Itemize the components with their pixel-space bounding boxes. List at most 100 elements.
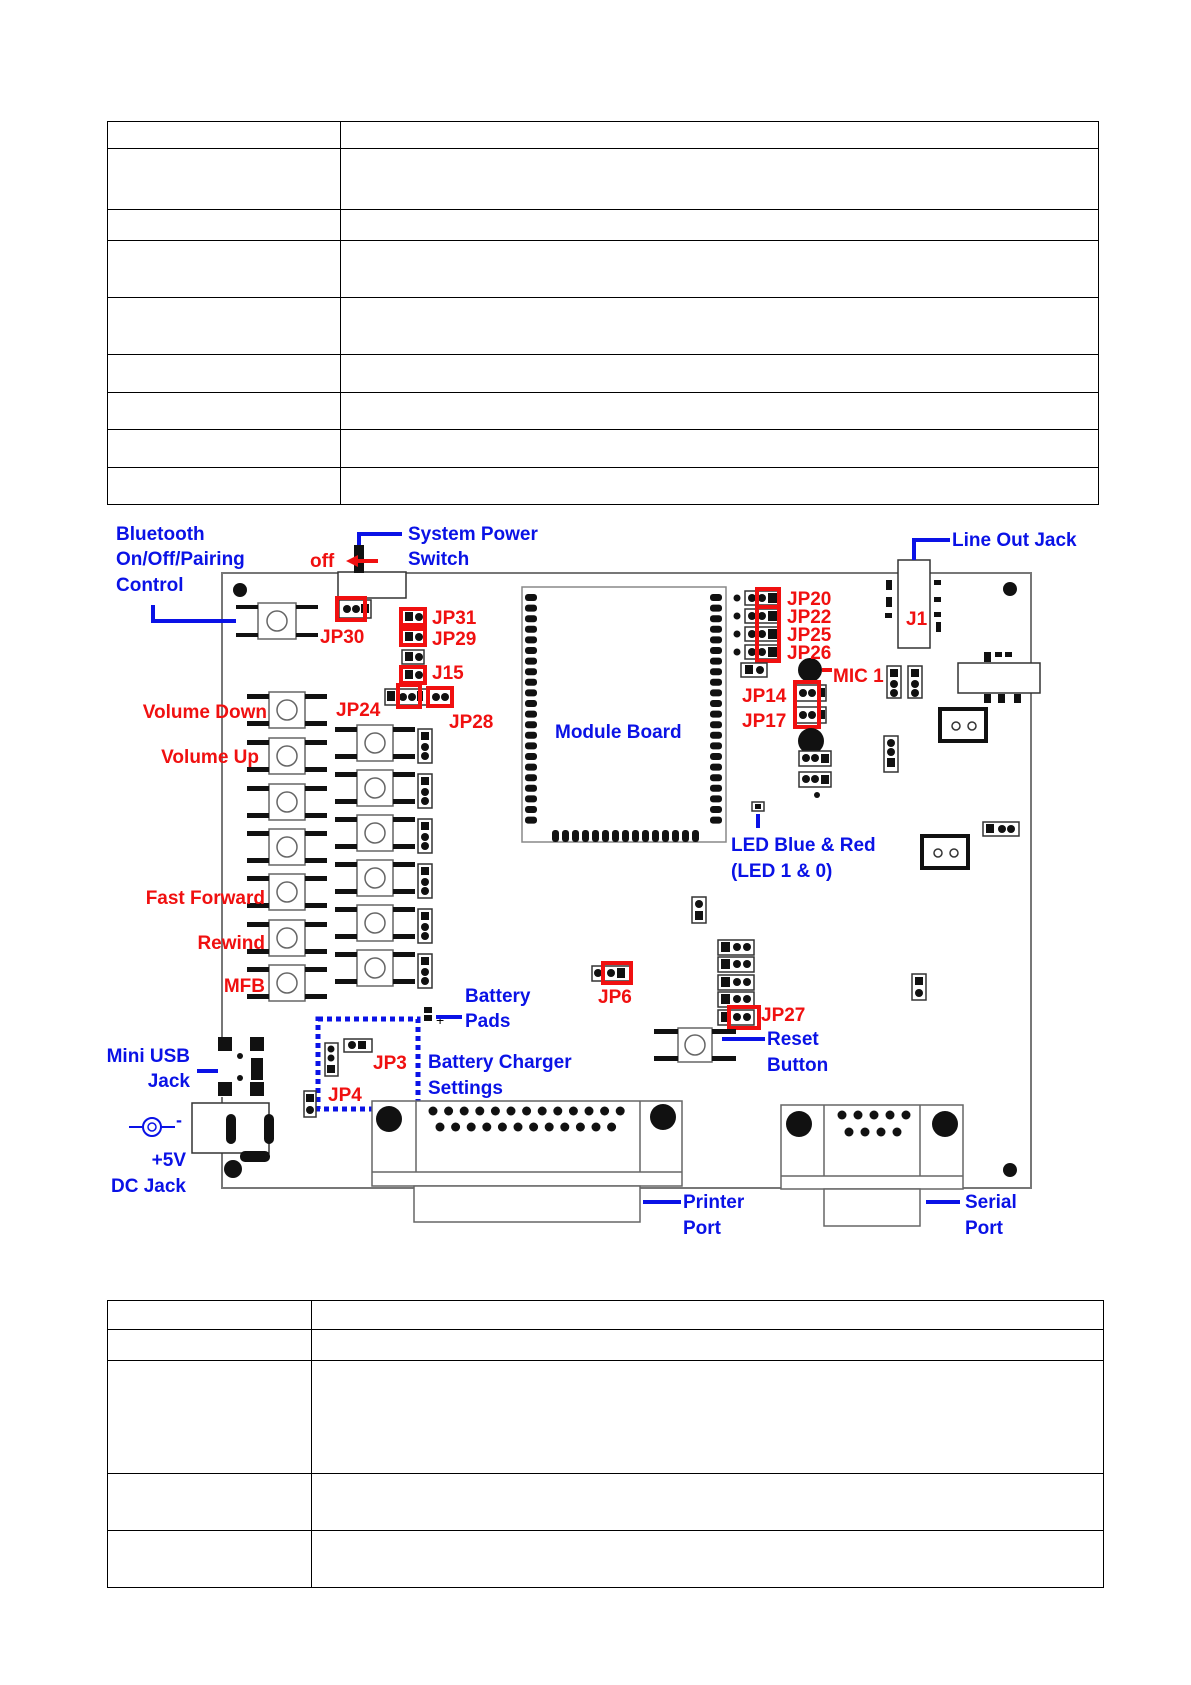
module-pin — [710, 774, 722, 782]
red-highlight-box — [727, 1005, 761, 1030]
db25-pin — [600, 1106, 610, 1116]
button-lead — [335, 799, 357, 804]
module-pin — [525, 668, 537, 676]
header-pin — [421, 923, 429, 931]
pin — [733, 648, 741, 656]
table-row — [107, 392, 1099, 430]
db25-pin — [497, 1122, 507, 1132]
label-mfb: MFB — [224, 976, 265, 997]
led-shape — [751, 801, 765, 828]
db25-pin — [459, 1106, 469, 1116]
tact-button-cap — [276, 836, 298, 858]
jumper-rows-below-mic — [798, 750, 832, 798]
label-system-power-switch: System Power — [408, 524, 538, 545]
header-pin — [421, 867, 429, 875]
tact-button-cap — [364, 867, 386, 889]
module-pin — [710, 657, 722, 665]
bluetooth-button-shape — [236, 602, 318, 640]
module-pin — [682, 830, 689, 842]
label-jp24: JP24 — [336, 700, 381, 721]
charger-settings-region — [315, 1016, 421, 1112]
module-pin — [525, 774, 537, 782]
module-pin — [612, 830, 619, 842]
button-lead — [393, 907, 415, 912]
tact-button-cap — [276, 791, 298, 813]
pin — [733, 978, 741, 986]
module-pin — [525, 721, 537, 729]
db25-pin — [466, 1122, 476, 1132]
module-pin — [552, 830, 559, 842]
module-pin — [652, 830, 659, 842]
button-lead — [247, 922, 269, 927]
button-lead — [335, 862, 357, 867]
table-cell — [340, 209, 1099, 241]
mounting-holes — [233, 582, 1017, 1177]
right-button-column — [335, 724, 433, 989]
pin — [748, 648, 756, 656]
module-pin — [710, 721, 722, 729]
db9-pin — [876, 1127, 886, 1137]
module-pin — [525, 795, 537, 803]
module-pin — [525, 763, 537, 771]
pin — [743, 978, 751, 986]
button-lead — [393, 979, 415, 984]
label-printer-port: Printer — [683, 1192, 745, 1213]
label-jp26: JP26 — [787, 643, 831, 664]
label-volume-up: Volume Up — [161, 747, 259, 768]
table-row — [107, 1473, 1104, 1531]
table-cell — [107, 1300, 312, 1330]
jumper-jp29 — [399, 627, 427, 647]
db25-pin — [451, 1122, 461, 1132]
module-pin — [710, 668, 722, 676]
module-board-shape — [521, 586, 727, 843]
module-pin — [525, 689, 537, 697]
bottom-table — [107, 1300, 1104, 1588]
module-pin — [525, 604, 537, 612]
button-lead — [305, 813, 327, 818]
button-lead — [247, 903, 269, 908]
table-cell — [107, 240, 341, 298]
module-pin — [710, 615, 722, 623]
button-lead — [393, 754, 415, 759]
pin — [733, 630, 741, 638]
table-row — [107, 429, 1099, 468]
db9-pin — [892, 1127, 902, 1137]
pin — [768, 593, 777, 603]
jumper-jp3-jp4 — [303, 1038, 373, 1118]
module-pin — [525, 753, 537, 760]
table-cell — [107, 1473, 312, 1531]
pin — [748, 594, 756, 602]
component-round — [798, 728, 824, 754]
db25-pin — [575, 1122, 585, 1132]
button-lead — [335, 889, 357, 894]
label-battery-charger-settings: Battery Charger — [428, 1052, 572, 1073]
db25-pin — [428, 1106, 438, 1116]
table-cell — [340, 392, 1099, 430]
label-led: LED Blue & Red — [731, 835, 876, 856]
button-lead — [393, 952, 415, 957]
module-pin — [525, 742, 537, 750]
db25-pin — [584, 1106, 594, 1116]
header-pin — [421, 957, 429, 965]
module-pin — [710, 742, 722, 750]
db25-pin — [522, 1106, 532, 1116]
header-pin — [421, 777, 429, 785]
label-dc-jack: +5V — [152, 1150, 187, 1171]
pin — [768, 629, 777, 639]
pin — [758, 612, 766, 620]
tact-button-cap — [276, 927, 298, 949]
label-off: off — [310, 551, 335, 572]
module-pin — [710, 806, 722, 813]
table-cell — [107, 148, 341, 210]
tact-button — [268, 783, 306, 821]
table-cell — [107, 1360, 312, 1474]
table-row — [107, 354, 1099, 393]
jumper-small-below-block — [740, 662, 768, 678]
db25-pin — [537, 1106, 547, 1116]
module-pin — [622, 830, 629, 842]
module-pin — [710, 731, 722, 739]
button-lead — [305, 858, 327, 863]
header-pin — [421, 797, 429, 805]
pin — [733, 960, 741, 968]
